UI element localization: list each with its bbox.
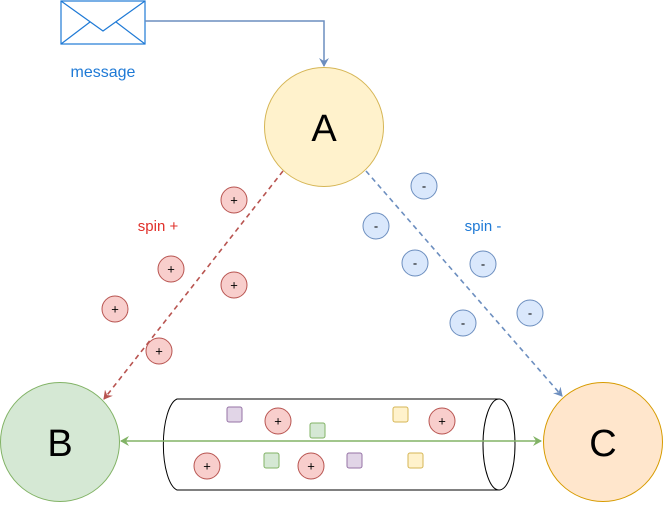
purple-square [346, 452, 363, 469]
spin-plus-particle: + [101, 295, 129, 323]
particle-sign: + [230, 278, 238, 293]
spin-plus-particle: + [220, 271, 248, 299]
message-label: message [71, 64, 136, 81]
envelope-icon [60, 0, 146, 45]
edge-label-spin-minus: spin - [465, 218, 502, 235]
spin-plus-particle: + [220, 186, 248, 214]
spin-plus-particle: + [428, 407, 456, 435]
particle-sign: - [374, 219, 378, 234]
particle-sign: - [461, 316, 465, 331]
particle-sign: + [438, 414, 446, 429]
channel-cylinder [162, 398, 516, 491]
purple-square [226, 406, 243, 423]
particle-sign: - [528, 306, 532, 321]
message-envelope: message [60, 0, 146, 81]
squares-layer [226, 406, 424, 469]
particle-sign: + [167, 262, 175, 277]
particle-sign: + [111, 302, 119, 317]
node-a[interactable]: A [264, 67, 384, 187]
edge-a-to-b [103, 170, 284, 400]
spin-minus-particle: - [401, 249, 429, 277]
particle-sign: - [481, 257, 485, 272]
spin-plus-particle: + [264, 407, 292, 435]
green-square [309, 422, 326, 439]
node-a-label: A [311, 108, 337, 150]
particles-layer: + + + + + + + + + - - - - - - [101, 172, 544, 480]
spin-plus-particle: + [297, 452, 325, 480]
spin-minus-particle: - [449, 309, 477, 337]
particle-sign: - [422, 179, 426, 194]
spin-minus-particle: - [516, 299, 544, 327]
spin-plus-particle: + [193, 452, 221, 480]
particle-sign: + [155, 344, 163, 359]
yellow-square [407, 452, 424, 469]
particle-sign: - [413, 256, 417, 271]
green-square [263, 452, 280, 469]
particle-sign: + [274, 414, 282, 429]
spin-plus-particle: + [157, 255, 185, 283]
spin-plus-particle: + [145, 337, 173, 365]
edge-a-to-c [365, 170, 563, 397]
particle-sign: + [230, 193, 238, 208]
message-to-a-arrow [145, 20, 329, 67]
yellow-square [392, 406, 409, 423]
node-c-label: C [589, 423, 616, 465]
particle-sign: + [307, 459, 315, 474]
spin-minus-particle: - [469, 250, 497, 278]
spin-minus-particle: - [362, 212, 390, 240]
spin-minus-particle: - [410, 172, 438, 200]
node-b-label: B [47, 423, 72, 465]
edge-label-spin-plus: spin + [138, 218, 179, 235]
node-c[interactable]: C [543, 382, 663, 502]
particle-sign: + [203, 459, 211, 474]
node-b[interactable]: B [0, 382, 120, 502]
